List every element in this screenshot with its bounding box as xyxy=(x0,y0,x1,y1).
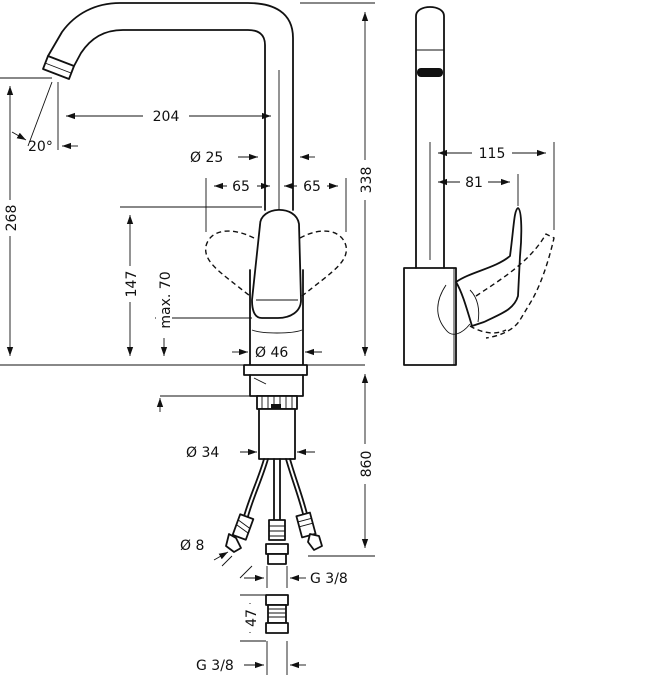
label-hose-length: 860 xyxy=(359,451,375,478)
front-view xyxy=(0,2,375,675)
side-lever-tilt xyxy=(475,233,555,339)
label-spout-height: 268 xyxy=(4,205,20,232)
label-side-depth-lever: 81 xyxy=(465,175,483,191)
base-plate xyxy=(243,364,308,376)
center-stud xyxy=(271,404,281,412)
label-swing-left: 65 xyxy=(232,179,250,195)
side-spout xyxy=(415,6,445,269)
lever-handle xyxy=(251,209,302,319)
spout-outer xyxy=(47,2,294,211)
label-adapter-length: 47 xyxy=(244,609,260,627)
dimension-labels: 204 20° Ø 25 65 65 338 268 147 max. 70 Ø… xyxy=(2,106,512,674)
label-body-height: 147 xyxy=(124,271,140,298)
label-tube-dia: Ø 25 xyxy=(190,150,223,166)
faucet-body xyxy=(249,269,304,366)
side-view xyxy=(403,6,555,366)
label-hose-thread: G 3/8 xyxy=(310,571,348,587)
label-body-dia: Ø 46 xyxy=(255,345,288,361)
hose-right xyxy=(285,458,305,519)
spout-inner xyxy=(73,29,266,211)
side-body xyxy=(403,267,457,366)
side-aerator xyxy=(417,68,443,77)
fitting-left xyxy=(225,513,255,553)
spout-aerator xyxy=(42,55,75,80)
label-side-depth-total: 115 xyxy=(479,146,506,162)
lever-swing-right xyxy=(299,230,347,297)
label-spout-reach: 204 xyxy=(153,109,180,125)
label-adapter-thread: G 3/8 xyxy=(196,658,234,674)
label-spout-angle: 20° xyxy=(28,139,53,155)
label-swing-right: 65 xyxy=(303,179,321,195)
label-total-height: 338 xyxy=(359,167,375,194)
label-max-clearance: max. 70 xyxy=(158,271,174,328)
fitting-center xyxy=(265,519,289,565)
lever-swing-left xyxy=(205,230,255,297)
label-hose-dia: Ø 8 xyxy=(180,538,204,554)
fitting-right xyxy=(295,511,323,551)
shank xyxy=(258,408,296,460)
hose-center xyxy=(273,458,281,521)
side-lever xyxy=(455,207,523,327)
adapter-fitting xyxy=(265,594,289,634)
label-shank-dia: Ø 34 xyxy=(186,445,219,461)
hose-left xyxy=(242,458,265,521)
